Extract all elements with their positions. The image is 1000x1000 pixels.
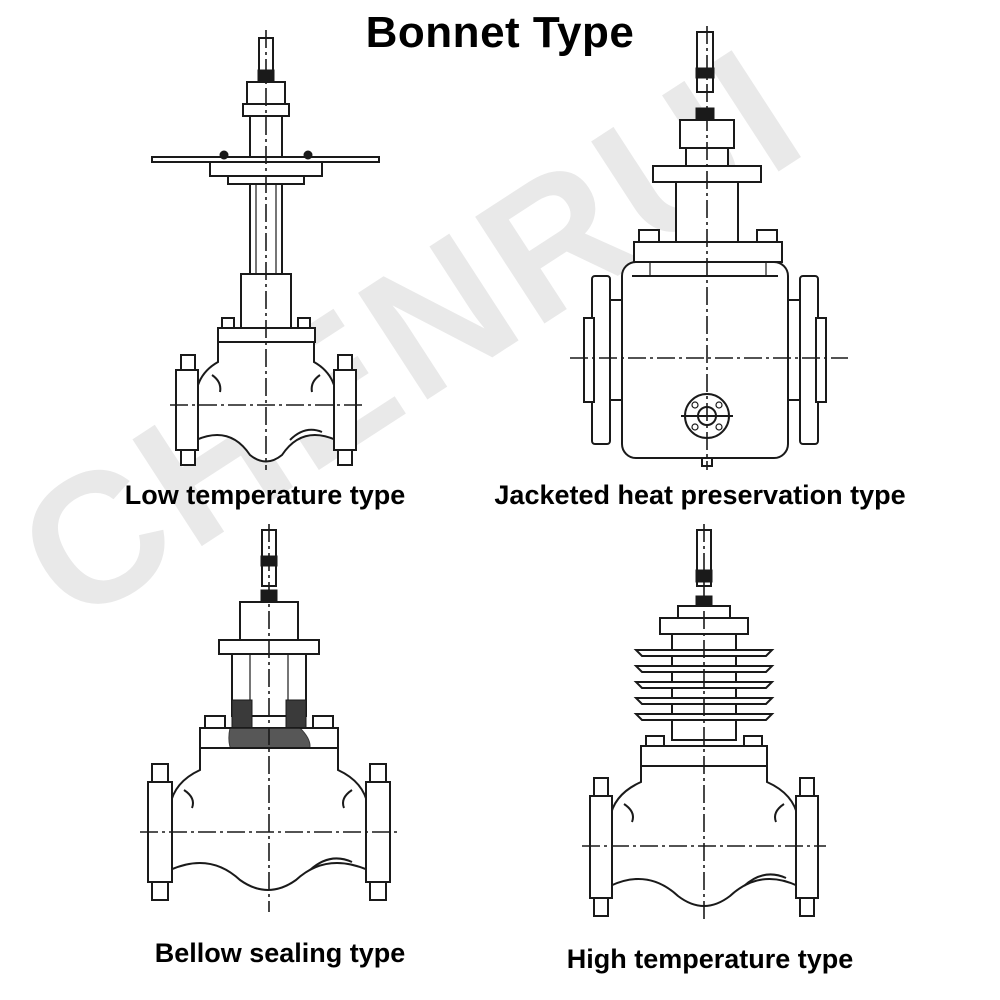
high-temperature-valve-drawing bbox=[582, 524, 826, 922]
jacketed-valve-drawing bbox=[570, 26, 848, 470]
caption-low-temperature: Low temperature type bbox=[124, 480, 406, 510]
caption-jacketed: Jacketed heat preservation type bbox=[494, 480, 906, 510]
caption-bellow-sealing: Bellow sealing type bbox=[154, 938, 406, 968]
caption-high-temperature: High temperature type bbox=[566, 944, 854, 974]
page-title: Bonnet Type bbox=[365, 8, 635, 57]
bellow-sealing-valve-drawing bbox=[140, 524, 398, 912]
low-temperature-valve-drawing bbox=[151, 30, 380, 470]
